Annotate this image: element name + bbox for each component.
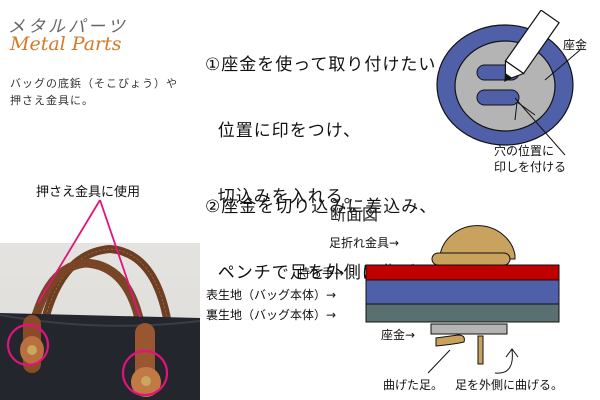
label-washer-section: 座金→	[381, 328, 416, 342]
title-english: Metal Parts	[10, 33, 122, 55]
right-rivet	[141, 376, 151, 386]
washer-slot-bottom	[476, 89, 520, 106]
label-washer: 座金	[563, 38, 588, 52]
layer-outer-fabric	[365, 279, 560, 305]
layer-inner-fabric	[365, 303, 560, 323]
washer-marking-diagram	[436, 10, 581, 156]
label-handle: 持ち手→	[298, 266, 345, 280]
photo-caption: 押さえ金具に使用	[36, 185, 141, 200]
step1-line-1: ①座金を使って取り付けたい	[205, 55, 437, 75]
step1-line-3: 切込みを入れる。	[205, 187, 362, 207]
label-mark-hole-2: 印しを付ける	[494, 160, 567, 174]
section-title: 断面図	[330, 205, 379, 224]
callout-line-right	[99, 199, 141, 318]
callout-circle-right	[121, 349, 169, 397]
description-line-1: バッグの底鋲（そこびょう）や	[10, 77, 178, 90]
bag-photo	[0, 243, 200, 400]
label-mark-hole-1: 穴の位置に	[494, 144, 555, 158]
step2-line-1: ②座金を切り込みに差込み、	[205, 197, 438, 217]
bent-leg	[435, 334, 465, 347]
description: バッグの底鋲（そこびょう）や 押さえ金具に。	[10, 75, 178, 109]
fitting-flange	[431, 252, 511, 266]
bend-arrow-curve	[494, 349, 513, 374]
washer-leader-line	[544, 49, 581, 81]
label-bent-leg: 曲げた足。	[383, 378, 444, 392]
callout-line-left	[37, 199, 101, 304]
pen-icon	[504, 10, 560, 82]
straight-leg	[477, 335, 484, 365]
layer-handle	[365, 264, 560, 281]
step1-instructions: ①座金を使って取り付けたい 位置に印をつけ、 切込みを入れる。	[205, 10, 436, 230]
cross-section-diagram	[365, 225, 560, 374]
mark-leader-line	[514, 97, 566, 156]
washer-section	[430, 323, 508, 335]
label-fitting: 足折れ金具→	[329, 236, 400, 250]
label-bend-outward: 足を外側に曲げる。	[455, 378, 564, 392]
tote-bag-illustration	[0, 244, 200, 400]
label-inner-fabric: 裏生地（バッグ本体）→	[206, 308, 337, 322]
fitting-dome	[439, 225, 516, 260]
description-line-2: 押さえ金具に。	[10, 94, 94, 107]
label-outer-fabric: 表生地（バッグ本体）→	[206, 288, 337, 302]
left-rivet	[27, 345, 37, 355]
step1-line-2: 位置に印をつけ、	[205, 121, 361, 141]
callout-lines	[37, 199, 141, 318]
bent-leg-leader-line	[427, 349, 451, 374]
washer-inner-disc	[454, 40, 556, 132]
callout-circle-left	[6, 323, 50, 367]
title-japanese: メタルパーツ	[8, 17, 128, 37]
bend-arrow-head	[505, 348, 519, 358]
